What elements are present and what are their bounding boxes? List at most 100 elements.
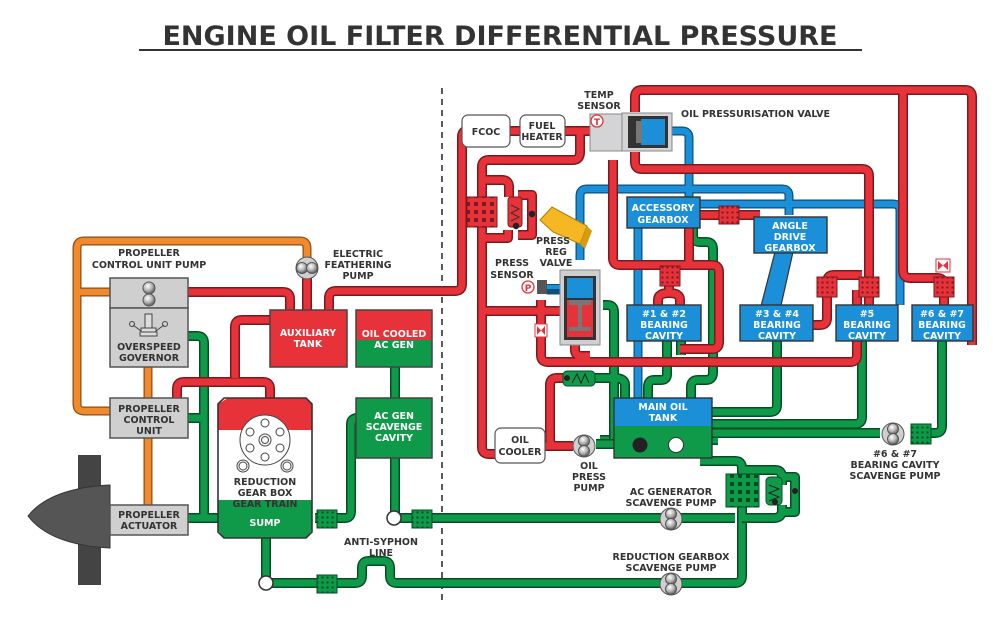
main-oil-tank: MAIN OIL TANK [613,397,713,459]
angle-drive-label-2: DRIVE [774,232,807,243]
bearing-cavity-6-7: #6 & #7 BEARING CAVITY [911,304,974,342]
check-valve-icon [386,510,402,526]
bearing-6-7-scavenge-pump: #6 & #7 BEARING CAVITY SCAVENGE PUMP [849,422,941,482]
pipes [72,85,977,588]
rgb-scav-pump-label-1: REDUCTION GEARBOX [613,552,731,563]
pcu-pump-label-2: CONTROL UNIT PUMP [92,260,206,271]
oil-cooler-label-1: OIL [511,435,529,446]
angle-drive-gearbox: ANGLE DRIVE GEARBOX [753,216,828,311]
anti-syphon-line-label: ANTI-SYPHON LINE [344,537,418,559]
ac-scav-pump-label-2: SCAVENGE PUMP [625,498,716,509]
press-sensor-symbol: P [525,284,532,294]
bearing34-label-2: BEARING [753,320,801,331]
press-sensor-label-1: PRESS [495,258,529,269]
check-valve-icon [258,575,274,591]
feathering-pump-label-2: FEATHERING [324,260,391,271]
oil-cooler: OIL COOLER [494,427,546,464]
scavenge-filter [411,509,433,529]
press-sensor-label-2: SENSOR [490,270,534,281]
gearbox-label-1: REDUCTION [234,477,296,488]
ac-generator-scavenge-pump: AC GENERATOR SCAVENGE PUMP [625,487,717,531]
reduction-gearbox-scavenge-pump: REDUCTION GEARBOX SCAVENGE PUMP [613,552,731,596]
scavenge-filter [316,509,338,529]
pressurisation-valve-label: OIL PRESSURISATION VALVE [681,109,830,120]
temp-sensor-icon [590,114,604,128]
control-oil-pipes [72,236,312,505]
actuator-label-2: ACTUATOR [121,521,178,532]
ac-gen-label-1: OIL COOLED [362,329,427,340]
scavenge-filter [910,423,932,445]
press-reg-label-3: VALVE [540,258,573,269]
bearing-filter [933,276,955,298]
press-reg-valve-label: PRESS REG VALVE [536,236,572,269]
press-reg-label-2: REG [545,247,567,258]
fcoc-label: FCOC [472,127,501,138]
main-oil-filter [466,196,498,228]
main-tank-label-2: TANK [649,413,678,424]
b67-scav-pump-label-3: SCAVENGE PUMP [849,471,940,482]
ac-scav-pump-label-1: AC GENERATOR [630,487,713,498]
press-sensor-icon [521,280,535,294]
temp-sensor-symbol: T [594,118,601,128]
filter-bypass-valve [507,196,536,230]
scavenge-filter [316,574,338,594]
shutoff-valve-icon [935,258,951,273]
b67-scav-pump-label-2: BEARING CAVITY [851,460,940,471]
shutoff-valve-icon [534,323,548,338]
bearing-filter [816,276,838,298]
bearing12-label-2: BEARING [640,320,688,331]
bearing-filter [858,276,880,298]
overspeed-governor-label-1: OVERSPEED [117,342,181,353]
bearing67-label-1: #6 & #7 [920,309,964,320]
propeller-icon [27,455,111,585]
feathering-pump-label-3: PUMP [342,271,373,282]
scav-cavity-label-2: SCAVENGE [366,422,423,433]
fcoc: FCOC [461,114,511,148]
scavenge-main-filter [725,473,760,508]
scavenge-bypass-valve [765,476,798,506]
propeller-control-unit: PROPELLER CONTROL UNIT [109,397,189,439]
fuel-heater-label-1: FUEL [529,121,556,132]
bearing-cavity-1-2: #1 & #2 BEARING CAVITY [626,304,702,342]
aux-tank-label-2: TANK [294,339,323,350]
bearing67-label-3: CAVITY [923,331,961,342]
angle-drive-label-3: GEARBOX [764,243,816,254]
tank-inlet-icon [668,437,684,453]
tank-outlet-icon [632,437,648,453]
bearing-cavity-5: #5 BEARING CAVITY [835,304,899,342]
differential-pressure-arrow-icon [539,206,592,249]
anti-syphon-label-1: ANTI-SYPHON [344,537,418,548]
pcu-label-3: UNIT [136,426,162,437]
angle-drive-label-1: ANGLE [772,221,808,232]
electric-feathering-pump: ELECTRIC FEATHERING PUMP [295,249,392,282]
bearing67-label-2: BEARING [918,320,966,331]
pcu-label-1: PROPELLER [118,404,180,415]
lube-filter [718,205,740,225]
bearing34-label-3: CAVITY [758,331,796,342]
temp-sensor-label-1: TEMP [584,90,613,101]
oil-cooled-ac-gen: OIL COOLED AC GEN [355,309,433,368]
gear-train-icon [236,414,294,473]
bearing5-label-3: CAVITY [848,331,886,342]
pcu-label-2: CONTROL [124,415,175,426]
bearing5-label-2: BEARING [843,320,891,331]
bearing-filter [659,265,681,287]
press-reg-valve [559,269,601,346]
governor-icon [129,313,168,337]
b67-scav-pump-label-1: #6 & #7 [873,449,917,460]
oil-press-pump-label-3: PUMP [573,483,604,494]
rgb-scav-pump-label-2: SCAVENGE PUMP [625,563,716,574]
sump-label: SUMP [250,518,281,529]
overspeed-governor: OVERSPEED GOVERNOR [109,307,189,368]
cooler-bypass-valve [562,370,596,387]
page-title: ENGINE OIL FILTER DIFFERENTIAL PRESSURE [162,21,837,52]
ac-gen-scavenge-cavity: AC GEN SCAVENGE CAVITY [355,397,433,459]
oil-cooler-label-2: COOLER [499,447,543,458]
gearbox-label-3: GEAR TRAIN [233,499,298,510]
bearing5-label-1: #5 [860,309,875,320]
scav-cavity-label-1: AC GEN [374,411,414,422]
oil-press-pump-label-1: OIL [580,461,598,472]
main-tank-label-1: MAIN OIL [638,402,687,413]
aux-tank-label-1: AUXILIARY [280,328,336,339]
